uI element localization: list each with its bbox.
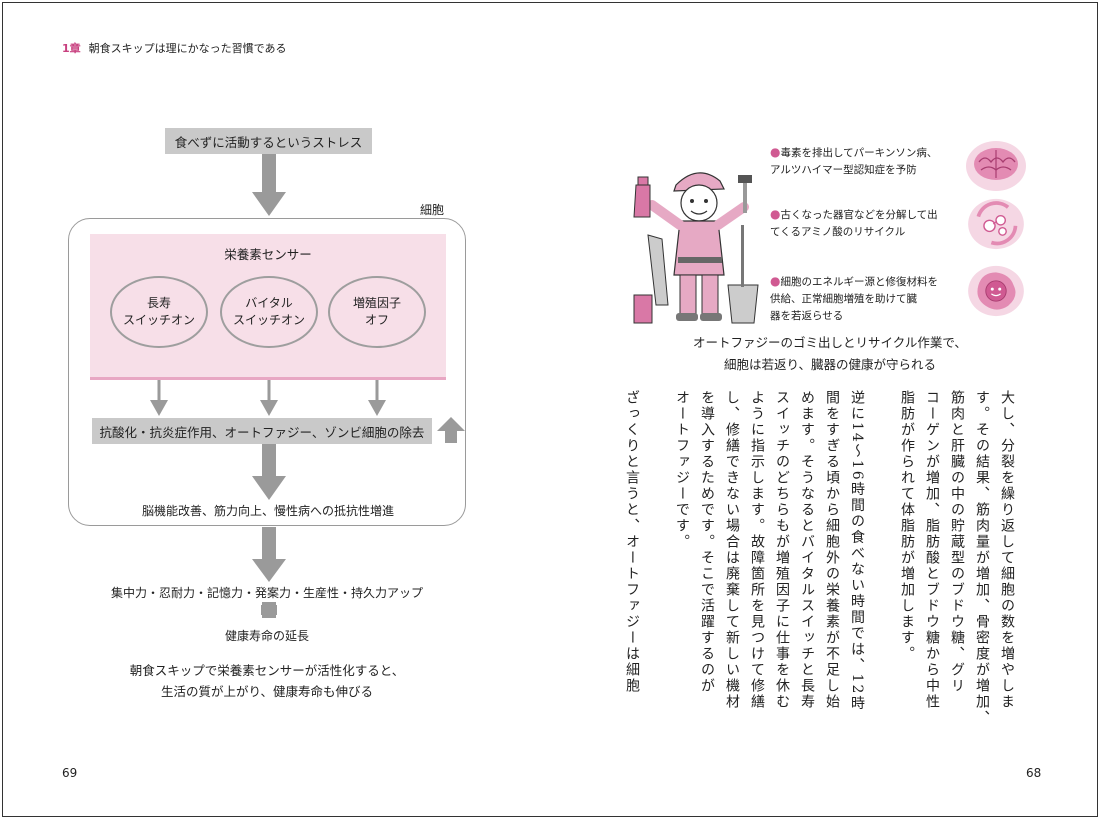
body-text-column: めます。そうなるとバイタルスイッチと長寿 (799, 390, 815, 710)
bullet-dot-icon: ● (770, 207, 781, 221)
brain-improvement-line: 脳機能改善、筋力向上、慢性病への抵抗性増進 (141, 504, 394, 518)
benefit-text: 器を若返らせる (770, 309, 844, 322)
page-number-left: 69 (62, 766, 78, 780)
benefit-text: 細胞のエネルギー源と修復材料を (780, 276, 938, 288)
chapter-title: 朝食スキップは理にかなった習慣である (88, 42, 287, 55)
running-header: 1章朝食スキップは理にかなった習慣である (62, 40, 287, 56)
body-text-column: 間をすぎる頃から細胞外の栄養素が不足し始 (824, 390, 840, 710)
body-text-column: す。その結果、筋肉量が増加、骨密度が増加、 (974, 390, 990, 726)
body-text-column: 大し、分裂を繰り返して細胞の数を増やしま (999, 390, 1015, 710)
chapter-number: 1章 (62, 42, 81, 55)
longevity-switch: 長寿 スイッチオン (110, 276, 208, 348)
body-text-column: スイッチのどちらもが増殖因子に仕事を休む (774, 390, 790, 710)
illustration-caption-line1: オートファジーのゴミ出しとリサイクル作業で、 (693, 335, 967, 350)
abilities-line: 集中力・忍耐力・記憶力・発案力・生産性・持久力アップ (110, 586, 423, 600)
recycle-molecules-icon (968, 198, 1024, 250)
bullet-dot-icon: ● (770, 274, 781, 288)
cell-label: 細胞 (420, 203, 445, 217)
health-span-line: 健康寿命の延長 (224, 629, 309, 643)
benefit-item: ●毒素を排出してパーキンソン病、 アルツハイマー型認知症を予防 (770, 143, 955, 179)
nutrient-sensor-title: 栄養素センサー (224, 247, 312, 262)
benefit-text: アルツハイマー型認知症を予防 (770, 164, 917, 177)
diagram-caption: 朝食スキップで栄養素センサーが活性化すると、 生活の質が上がり、健康寿命も伸びる (68, 660, 466, 703)
diagram-caption-line2: 生活の質が上がり、健康寿命も伸びる (160, 684, 373, 700)
body-text-column: 脂肪が作られて体脂肪が増加します。 (899, 390, 915, 662)
body-text-column: 逆に14〜16時間の食べない時間では、12時 (849, 390, 865, 712)
benefit-item: ●古くなった器官などを分解して出 てくるアミノ酸のリサイクル (770, 205, 955, 241)
illustration-caption-line2: 細胞は若返り、臓器の健康が守られる (723, 356, 936, 372)
benefit-text: てくるアミノ酸のリサイクル (770, 226, 906, 239)
effects-bar: 抗酸化・抗炎症作用、オートファジー、ゾンビ細胞の除去 (92, 418, 432, 444)
benefit-text: 毒素を排出してパーキンソン病、 (780, 147, 938, 159)
benefit-item: ●細胞のエネルギー源と修復材料を 供給、正常細胞増殖を助けて臓 器を若返らせる (770, 272, 955, 325)
benefit-text: 供給、正常細胞増殖を助けて臓 (770, 293, 917, 306)
body-text-column: オートファジーです。 (674, 390, 690, 550)
body-text-column: コーゲンが増加、脂肪酸とブドウ糖から中性 (924, 390, 940, 710)
bullet-dot-icon: ● (770, 145, 781, 159)
growth-factor-switch: 増殖因子 オフ (328, 276, 426, 348)
body-text-column: し、修繕できない場合は廃棄して新しい機材 (724, 390, 740, 710)
body-text-column: 筋肉と肝臓の中の貯蔵型のブドウ糖、グリ (949, 390, 965, 694)
smiling-cell-icon (968, 265, 1024, 317)
body-text-column: ように指示します。故障箇所を見つけて修繕 (749, 390, 765, 710)
page-number-right: 68 (1026, 766, 1042, 780)
vital-switch: バイタル スイッチオン (220, 276, 318, 348)
body-text-column: を導入するためです。そこで活躍するのが (699, 390, 715, 694)
body-text-column: ざっくりと言うと、オートファジーは細胞 (624, 390, 640, 694)
illustration-caption: オートファジーのゴミ出しとリサイクル作業で、 細胞は若返り、臓器の健康が守られる (640, 332, 1020, 376)
worker-illustration (633, 172, 759, 324)
benefit-text: 古くなった器官などを分解して出 (780, 209, 938, 221)
stress-box: 食べずに活動するというストレス (165, 128, 372, 154)
cell-boundary (68, 218, 466, 526)
brain-icon (966, 141, 1026, 191)
diagram-caption-line1: 朝食スキップで栄養素センサーが活性化すると、 (129, 663, 405, 678)
